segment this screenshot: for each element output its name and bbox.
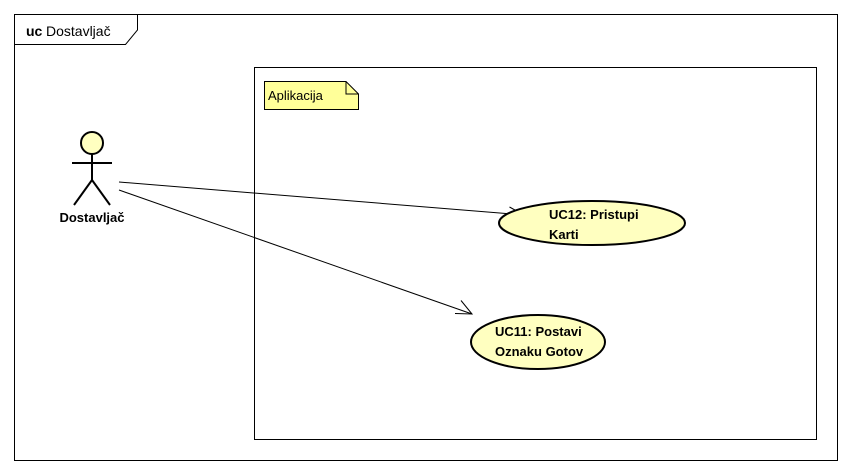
frame-label-tab xyxy=(14,14,138,45)
use-case-label-line2: Oznaku Gotov xyxy=(495,344,584,359)
actor-right-leg xyxy=(91,179,111,206)
use-case-ellipse xyxy=(470,314,606,370)
system-boundary xyxy=(254,67,817,440)
use-case-label-line1: UC12: Pristupi xyxy=(549,207,639,222)
use-case-uc12[interactable]: UC12: Pristupi Karti xyxy=(498,200,686,246)
association-uc12[interactable] xyxy=(118,181,525,216)
frame-keyword: uc xyxy=(26,23,43,39)
use-case-label-line2: Karti xyxy=(549,227,579,242)
system-note xyxy=(264,81,359,110)
use-case-ellipse xyxy=(498,200,686,246)
association-uc11[interactable] xyxy=(118,189,473,315)
actor-left-leg xyxy=(73,179,93,206)
use-case-uc11[interactable]: UC11: Postavi Oznaku Gotov xyxy=(470,314,606,370)
actor-label: Dostavljač xyxy=(59,210,124,225)
note-fold-icon xyxy=(345,81,359,95)
diagram-frame xyxy=(14,14,838,461)
use-case-label-line1: UC11: Postavi xyxy=(495,324,582,339)
frame-name: Dostavljač xyxy=(46,23,111,39)
actor-head xyxy=(80,131,104,155)
arrowhead-uc11 xyxy=(454,300,474,315)
actor-figure[interactable] xyxy=(72,131,112,206)
system-name: Aplikacija xyxy=(268,88,324,103)
